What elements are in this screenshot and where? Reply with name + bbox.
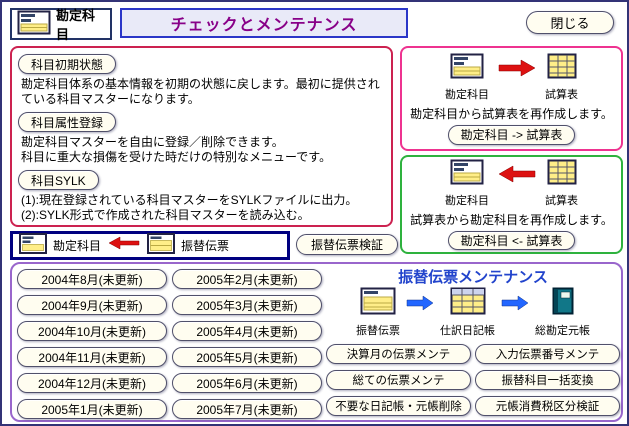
month-button[interactable]: 2005年4月(未更新) bbox=[172, 321, 322, 341]
month-button[interactable]: 2005年2月(未更新) bbox=[172, 269, 322, 289]
delete-unused-books-button[interactable]: 不要な日記帳・元帳削除 bbox=[326, 396, 471, 416]
account-to-trial-panel: 勘定科目 試算表 bbox=[400, 46, 623, 151]
trial-to-account-panel: 勘定科目 試算表 bbox=[400, 155, 623, 254]
red-arrow-left-icon bbox=[497, 165, 537, 188]
blue-arrow-right-icon bbox=[500, 295, 530, 316]
trial-icon-stack: 試算表 bbox=[545, 53, 578, 102]
month-button[interactable]: 2004年10月(未更新) bbox=[17, 321, 167, 341]
month-column-1: 2004年8月(未更新) 2004年9月(未更新) 2004年10月(未更新) … bbox=[17, 269, 167, 419]
slip-maintenance-buttons: 決算月の伝票メンテ 入力伝票番号メンテ 総ての伝票メンテ 振替科目一括変換 不要… bbox=[326, 344, 620, 416]
account-icon-label: 勘定科目 bbox=[445, 88, 489, 101]
month-button[interactable]: 2005年1月(未更新) bbox=[17, 399, 167, 419]
initial-state-description: 勘定科目体系の基本情報を初期の状態に戻します。最初に提供されている科目マスターに… bbox=[21, 77, 380, 106]
trial-icon-stack: 試算表 bbox=[545, 159, 578, 208]
close-button[interactable]: 閉じる bbox=[526, 11, 614, 34]
month-button[interactable]: 2004年8月(未更新) bbox=[17, 269, 167, 289]
slip-maintenance-title: 振替伝票メンテナンス bbox=[398, 269, 548, 286]
slip-verify-button[interactable]: 振替伝票検証 bbox=[296, 234, 398, 255]
slip-icon-stack: 振替伝票 bbox=[356, 287, 400, 338]
account-bulk-convert-button[interactable]: 振替科目一括変換 bbox=[475, 370, 620, 390]
sylk-description: (1):現在登録されている科目マスターをSYLKファイルに出力。 (2):SYL… bbox=[21, 193, 358, 222]
ledger-book-icon-stack: 総勘定元帳 bbox=[535, 287, 590, 338]
attribute-register-description: 勘定科目マスターを自由に登録／削除できます。 科目に重大な損傷を受けた時だけの特… bbox=[21, 135, 332, 164]
ledger-icon bbox=[19, 232, 47, 259]
slip-icon-label: 振替伝票 bbox=[356, 325, 400, 337]
trial-icon-label: 試算表 bbox=[545, 195, 578, 207]
blue-arrow-right-icon bbox=[405, 295, 435, 316]
slip-maintenance-panel: 2004年8月(未更新) 2004年9月(未更新) 2004年10月(未更新) … bbox=[10, 262, 623, 422]
all-slips-maint-button[interactable]: 総ての伝票メンテ bbox=[326, 370, 471, 390]
ledger-icon bbox=[450, 159, 484, 190]
month-button[interactable]: 2004年9月(未更新) bbox=[17, 295, 167, 315]
slip-icon-label: 振替伝票 bbox=[181, 239, 230, 253]
journal-table-icon bbox=[450, 287, 486, 320]
trial-balance-table-icon bbox=[547, 53, 577, 84]
account-title-box: 勘定科目 bbox=[10, 8, 112, 42]
month-column-2: 2005年2月(未更新) 2005年3月(未更新) 2005年4月(未更新) 2… bbox=[172, 269, 322, 419]
journal-icon-label: 仕訳日記帳 bbox=[440, 325, 495, 337]
month-button[interactable]: 2004年12月(未更新) bbox=[17, 373, 167, 393]
slip-verify-panel: 勘定科目 振替伝票 bbox=[10, 231, 290, 260]
slip-icon bbox=[147, 232, 176, 259]
page-title: チェックとメンテナンス bbox=[120, 8, 408, 38]
trial-to-account-button[interactable]: 勘定科目 <- 試算表 bbox=[447, 231, 576, 250]
journal-icon-stack: 仕訳日記帳 bbox=[440, 287, 495, 338]
slip-icon bbox=[360, 287, 396, 320]
slip-flow-diagram: 振替伝票 bbox=[328, 287, 618, 338]
account-maintenance-panel: 科目初期状態 勘定科目体系の基本情報を初期の状態に戻します。最初に提供されている… bbox=[10, 46, 393, 227]
account-box-label: 勘定科目 bbox=[56, 8, 96, 42]
settlement-month-maint-button[interactable]: 決算月の伝票メンテ bbox=[326, 344, 471, 364]
trial-icon-label: 試算表 bbox=[545, 88, 578, 101]
trial-balance-table-icon bbox=[547, 159, 577, 190]
attribute-register-button[interactable]: 科目属性登録 bbox=[18, 112, 117, 132]
account-icon-stack: 勘定科目 bbox=[445, 53, 489, 102]
month-button[interactable]: 2005年3月(未更新) bbox=[172, 295, 322, 315]
ledger-tax-verify-button[interactable]: 元帳消費税区分検証 bbox=[475, 396, 620, 416]
account-to-trial-button[interactable]: 勘定科目 -> 試算表 bbox=[447, 124, 576, 145]
account-icon-label: 勘定科目 bbox=[445, 195, 489, 207]
general-ledger-book-icon bbox=[552, 287, 574, 320]
red-arrow-right-icon bbox=[497, 59, 537, 82]
initial-state-button[interactable]: 科目初期状態 bbox=[18, 54, 117, 74]
sylk-button[interactable]: 科目SYLK bbox=[18, 170, 99, 190]
ledger-book-icon-label: 総勘定元帳 bbox=[535, 325, 590, 337]
account-icon-label: 勘定科目 bbox=[53, 239, 102, 253]
account-to-trial-flow: 勘定科目 試算表 bbox=[445, 53, 578, 102]
month-button[interactable]: 2004年11月(未更新) bbox=[17, 347, 167, 367]
red-arrow-left-icon bbox=[107, 236, 141, 255]
slip-number-maint-button[interactable]: 入力伝票番号メンテ bbox=[475, 344, 620, 364]
ledger-icon bbox=[17, 10, 51, 38]
month-button[interactable]: 2005年7月(未更新) bbox=[172, 399, 322, 419]
account-to-trial-caption: 勘定科目から試算表を再作成します。 bbox=[410, 106, 613, 121]
month-button[interactable]: 2005年6月(未更新) bbox=[172, 373, 322, 393]
trial-to-account-flow: 勘定科目 試算表 bbox=[445, 159, 578, 208]
trial-to-account-caption: 試算表から勘定科目を再作成します。 bbox=[410, 213, 613, 227]
page-title-text: チェックとメンテナンス bbox=[170, 17, 358, 34]
account-icon-stack: 勘定科目 bbox=[445, 159, 489, 208]
ledger-icon bbox=[450, 53, 484, 84]
month-button[interactable]: 2005年5月(未更新) bbox=[172, 347, 322, 367]
